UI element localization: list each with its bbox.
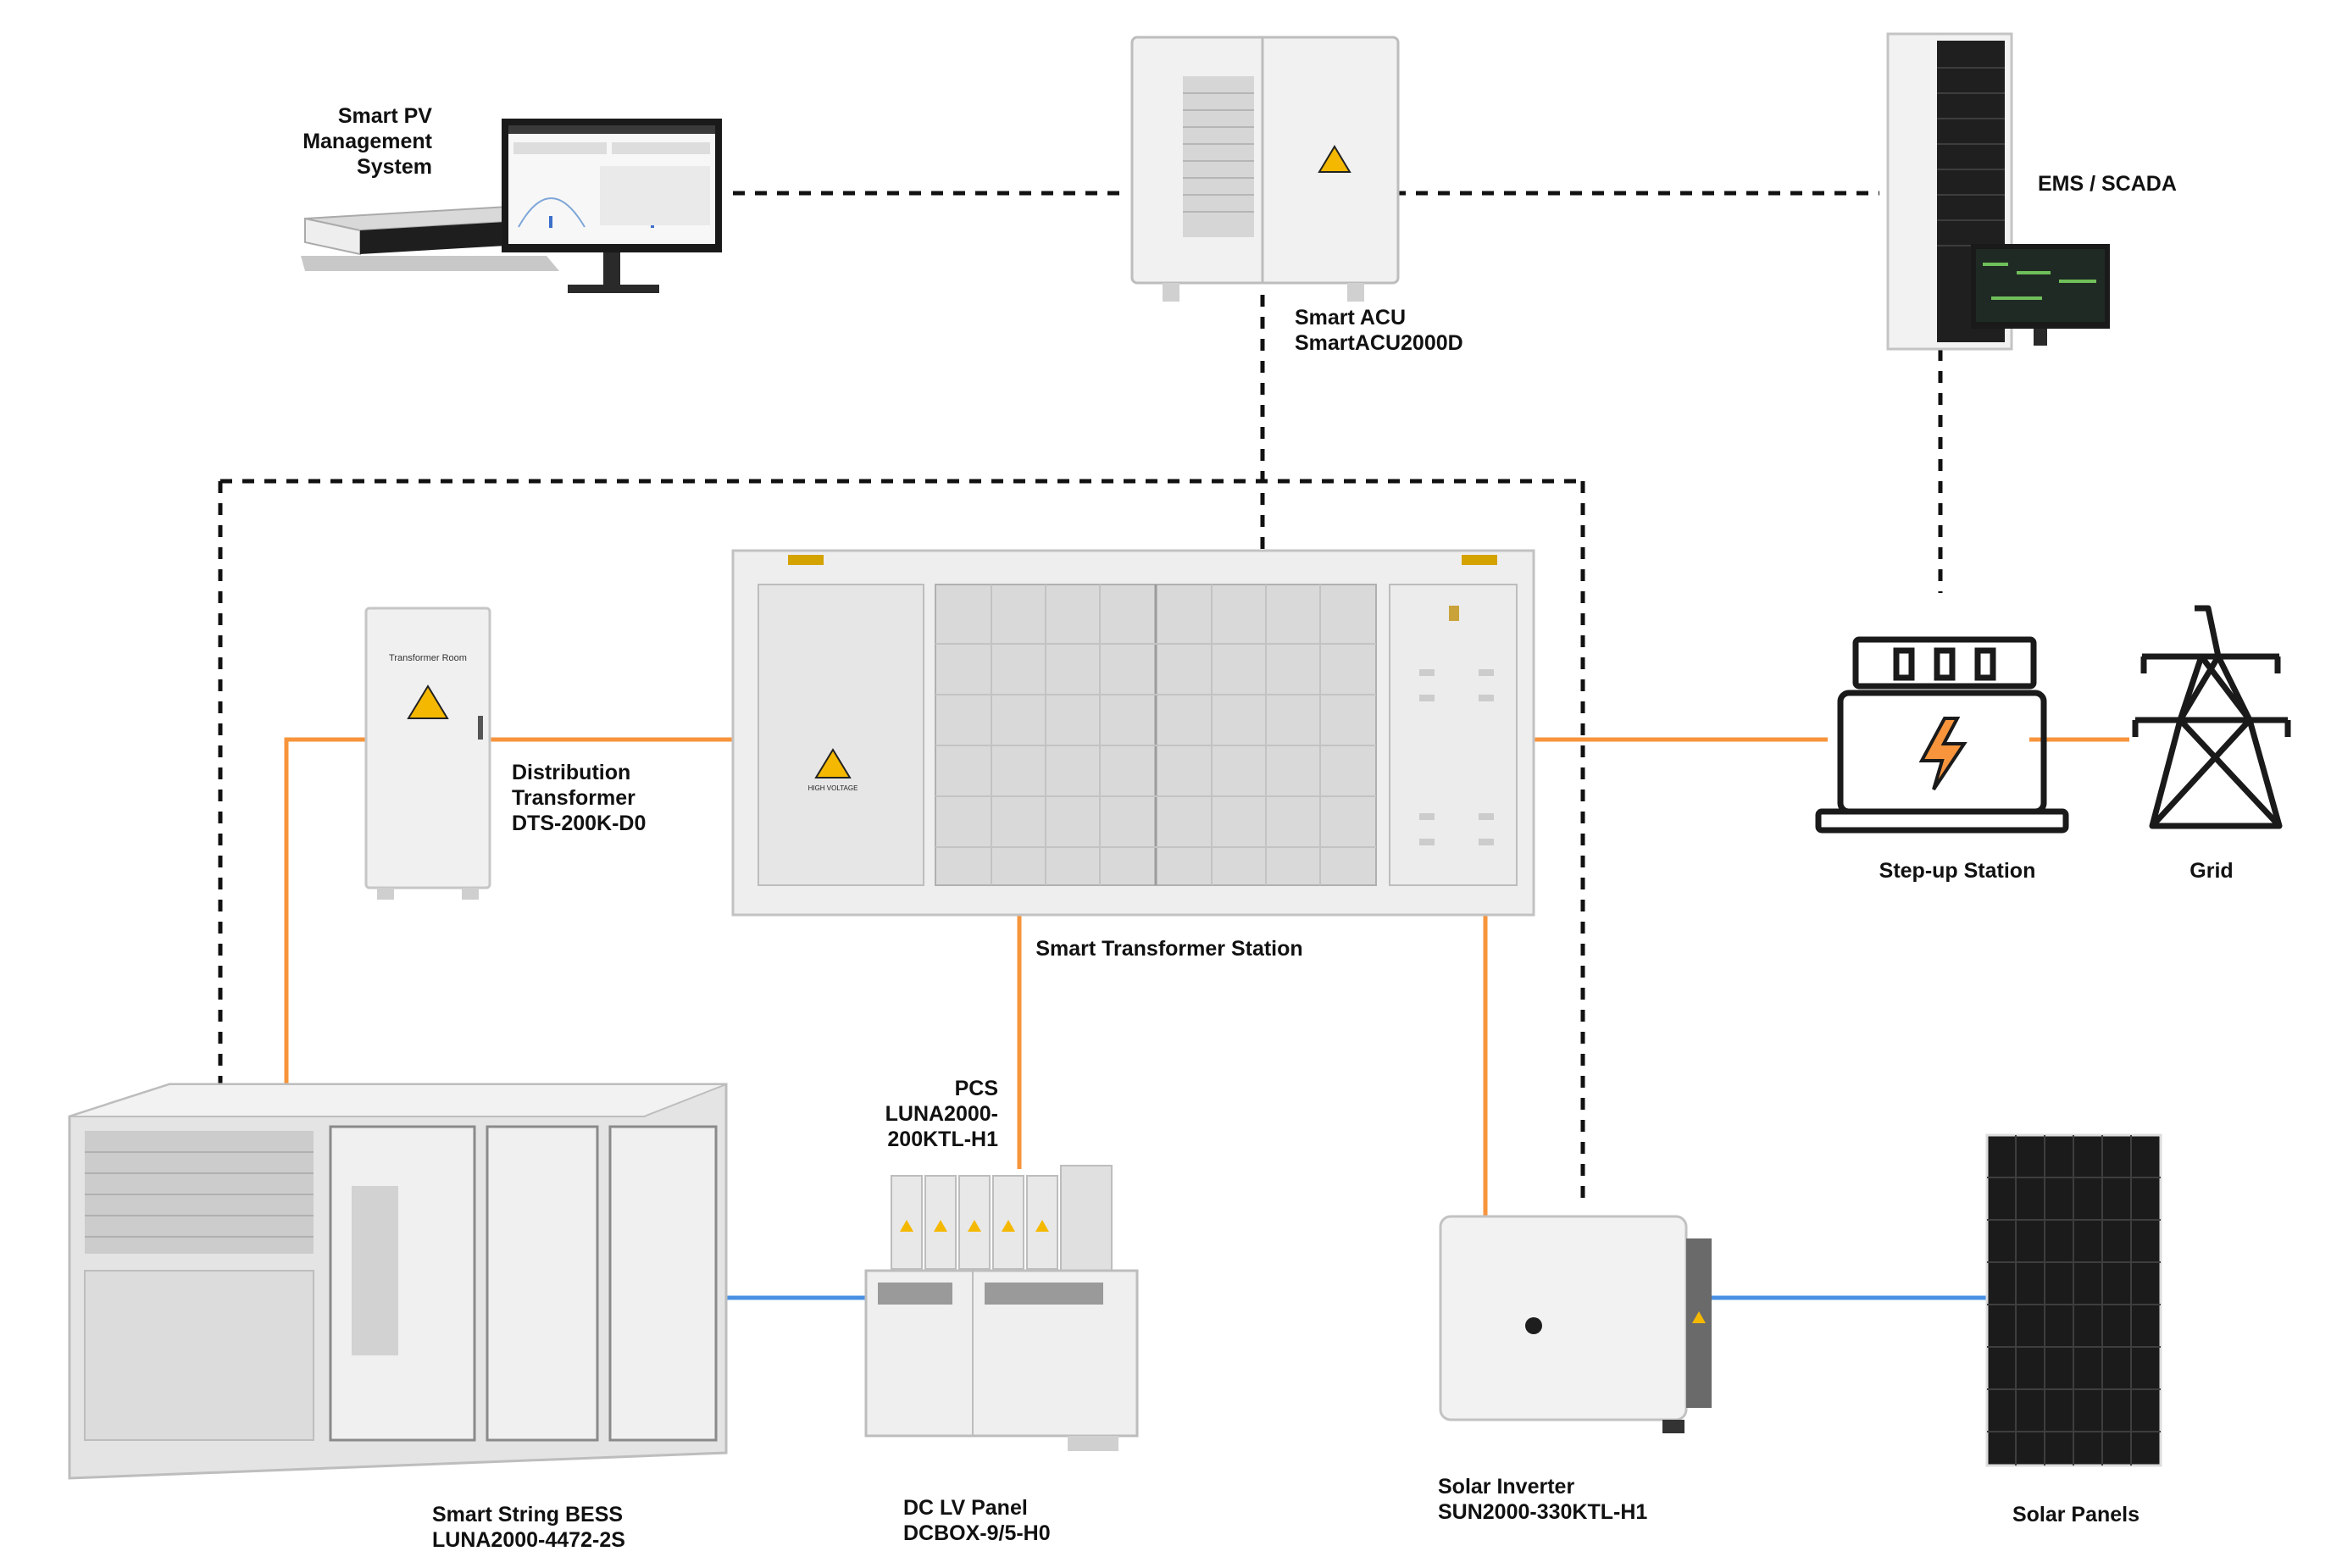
comm-lines xyxy=(218,191,1943,1207)
label-line: DCBOX-9/5-H0 xyxy=(903,1521,1051,1545)
label-distribution-transformer: Distribution Transformer DTS-200K-D0 xyxy=(512,760,698,836)
server-rack-icon xyxy=(1886,32,2110,351)
label-line: SmartACU2000D xyxy=(1295,331,1463,355)
high-voltage-sticker: HIGH VOLTAGE xyxy=(808,784,858,792)
label-ems-scada: EMS / SCADA xyxy=(2038,172,2177,196)
label-line: 200KTL-H1 xyxy=(887,1128,998,1151)
label-line: LUNA2000- xyxy=(885,1102,998,1126)
server-with-monitor-icon xyxy=(301,119,722,293)
label-solar-panels: Solar Panels xyxy=(2012,1503,2140,1526)
container-icon xyxy=(731,549,1535,917)
label-line: PCS xyxy=(954,1077,998,1100)
label-line: System xyxy=(357,155,432,179)
label-smart-transformer-station: Smart Transformer Station xyxy=(1035,937,1303,961)
label-line: LUNA2000-4472-2S xyxy=(432,1528,625,1552)
label-line: Smart PV xyxy=(337,104,432,128)
label-pcs: PCS LUNA2000- 200KTL-H1 xyxy=(813,1076,998,1152)
ac-lines xyxy=(284,737,2129,1218)
label-line: Smart ACU xyxy=(1295,306,1407,330)
label-line: Management xyxy=(302,130,432,153)
transformer-icon xyxy=(1815,636,2069,834)
label-step-up-station: Step-up Station xyxy=(1879,859,2036,883)
label-line: Solar Inverter xyxy=(1438,1475,1575,1499)
label-line: DTS-200K-D0 xyxy=(512,812,647,835)
label-grid: Grid xyxy=(2189,859,2234,883)
transformer-room-text: Transformer Room xyxy=(389,653,467,663)
label-line: SUN2000-330KTL-H1 xyxy=(1438,1500,1648,1524)
inverter-icon xyxy=(1439,1215,1712,1433)
label-line: DC LV Panel xyxy=(903,1496,1028,1520)
label-pv-management: Smart PV Management System xyxy=(254,103,432,180)
power-tower-icon xyxy=(2132,605,2291,829)
battery-container-icon xyxy=(68,1083,728,1480)
label-smart-string-bess: Smart String BESS LUNA2000-4472-2S xyxy=(432,1502,703,1553)
pcs-icon xyxy=(891,1165,1113,1272)
label-solar-inverter: Solar Inverter SUN2000-330KTL-H1 xyxy=(1438,1474,1709,1525)
label-line: Distribution xyxy=(512,761,631,784)
dist-transformer-cabinet-icon xyxy=(364,607,491,900)
acu-cabinet-icon xyxy=(1130,36,1400,302)
label-line: Smart String BESS xyxy=(432,1503,624,1526)
label-smart-acu: Smart ACU SmartACU2000D xyxy=(1295,305,1515,356)
label-line: Transformer xyxy=(512,786,635,810)
ac-line-bess-dist xyxy=(284,737,366,1089)
dc-panel-icon xyxy=(864,1269,1139,1451)
label-dc-lv-panel: DC LV Panel DCBOX-9/5-H0 xyxy=(903,1495,1124,1546)
solar-panel-icon xyxy=(1985,1133,2162,1467)
